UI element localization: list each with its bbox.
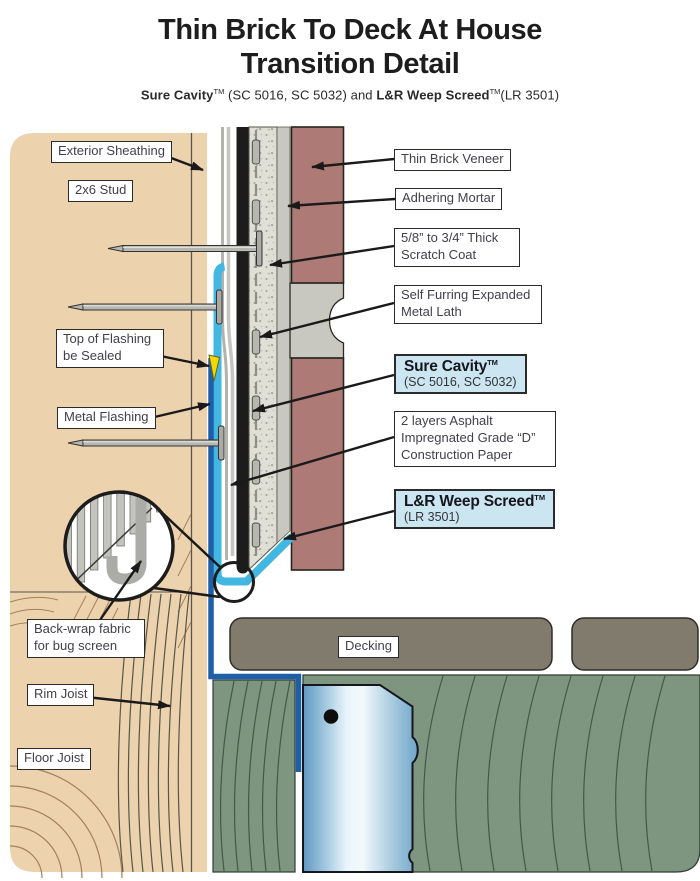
leader-thin-brick: [311, 157, 395, 171]
deck-structure: [212, 617, 700, 873]
leader-metal-lath: [259, 301, 395, 339]
callout-scratch-coat: 5/8” to 3/4” Thick Scratch Coat: [394, 228, 520, 267]
callout-adhering-mortar: Adhering Mortar: [395, 188, 503, 210]
magnifier-cone-line: [156, 507, 222, 569]
hanger-bolt: [323, 709, 339, 724]
tm-mark: TM: [534, 493, 546, 502]
weep-screed-code: (LR 3501): [404, 510, 460, 525]
sure-cavity-name: Sure CavityTM: [404, 358, 498, 376]
construction-paper-layer-2: [226, 127, 235, 556]
subtitle-codes2: (LR 3501): [500, 87, 560, 103]
metal-flashing-shape: [208, 358, 302, 772]
leader-scratch-coat: [269, 244, 395, 268]
callout-decking: Decking: [338, 636, 399, 658]
sure-cavity-drainage-mat: [236, 127, 249, 574]
title-block: Thin Brick To Deck At House Transition D…: [0, 14, 700, 103]
adhering-mortar-layer: [276, 126, 291, 544]
decking-board-2: [571, 617, 699, 671]
tm-mark: TM: [213, 87, 225, 97]
subtitle-brand2: L&R Weep Screed: [376, 87, 490, 103]
deck-ledger-board: [212, 679, 296, 873]
subtitle-brand1: Sure Cavity: [140, 87, 214, 103]
sure-cavity-code: (SC 5016, SC 5032): [404, 375, 517, 390]
nail: [67, 289, 223, 325]
sealant-bead: [208, 354, 221, 382]
product-box-weep-screed: L&R Weep ScreedTM (LR 3501): [394, 489, 556, 530]
leader-adhering-mortar: [287, 197, 396, 210]
leader-sure-cavity: [252, 373, 395, 413]
callout-metal-lath: Self Furring Expanded Metal Lath: [394, 285, 542, 324]
callout-top-of-flashing: Top of Flashing be Sealed: [56, 329, 164, 368]
callout-thin-brick-veneer: Thin Brick Veneer: [394, 149, 511, 171]
callout-metal-flashing: Metal Flashing: [57, 407, 156, 429]
product-box-sure-cavity: Sure CavityTM (SC 5016, SC 5032): [394, 354, 527, 395]
leader-construction-paper: [230, 435, 395, 487]
subtitle-codes1: (SC 5016, SC 5032) and: [224, 87, 377, 103]
page-title-line1: Thin Brick To Deck At House: [158, 14, 542, 46]
magnifier-source-ring: [213, 561, 255, 603]
magnifier-cone-line: [153, 586, 221, 599]
page-title-line2: Transition Detail: [240, 47, 460, 80]
leader-rim-joist: [85, 695, 171, 710]
wall-assembly: [221, 126, 345, 574]
leader-metal-flashing: [145, 402, 211, 421]
callout-floor-joist: Floor Joist: [17, 748, 91, 770]
brick-mortar-joint: [289, 282, 345, 359]
weep-screed-name: L&R Weep ScreedTM: [404, 493, 546, 511]
leader-back-wrap: [99, 560, 142, 621]
callout-exterior-sheathing: Exterior Sheathing: [51, 141, 172, 163]
nail: [107, 230, 263, 267]
construction-paper-layer-1: [221, 127, 228, 560]
ledger-grain: [220, 680, 291, 872]
tm-mark: TM: [487, 358, 498, 367]
page-subtitle: Sure CavityTM (SC 5016, SC 5032) and L&R…: [0, 87, 700, 102]
fasteners: [67, 230, 263, 461]
magnifier-ring: [63, 490, 175, 602]
callout-construction-paper: 2 layers Asphalt Impregnated Grade “D” C…: [394, 411, 556, 467]
callout-back-wrap-fabric: Back-wrap fabric for bug screen: [27, 619, 145, 658]
deck-joist-grain: [422, 675, 666, 872]
callout-2x6-stud: 2x6 Stud: [68, 180, 134, 202]
joist-hanger: [302, 684, 419, 873]
tm-mark: TM: [489, 87, 501, 97]
nail: [67, 425, 225, 461]
leader-weep-screed: [283, 509, 395, 541]
callout-rim-joist: Rim Joist: [27, 684, 95, 706]
